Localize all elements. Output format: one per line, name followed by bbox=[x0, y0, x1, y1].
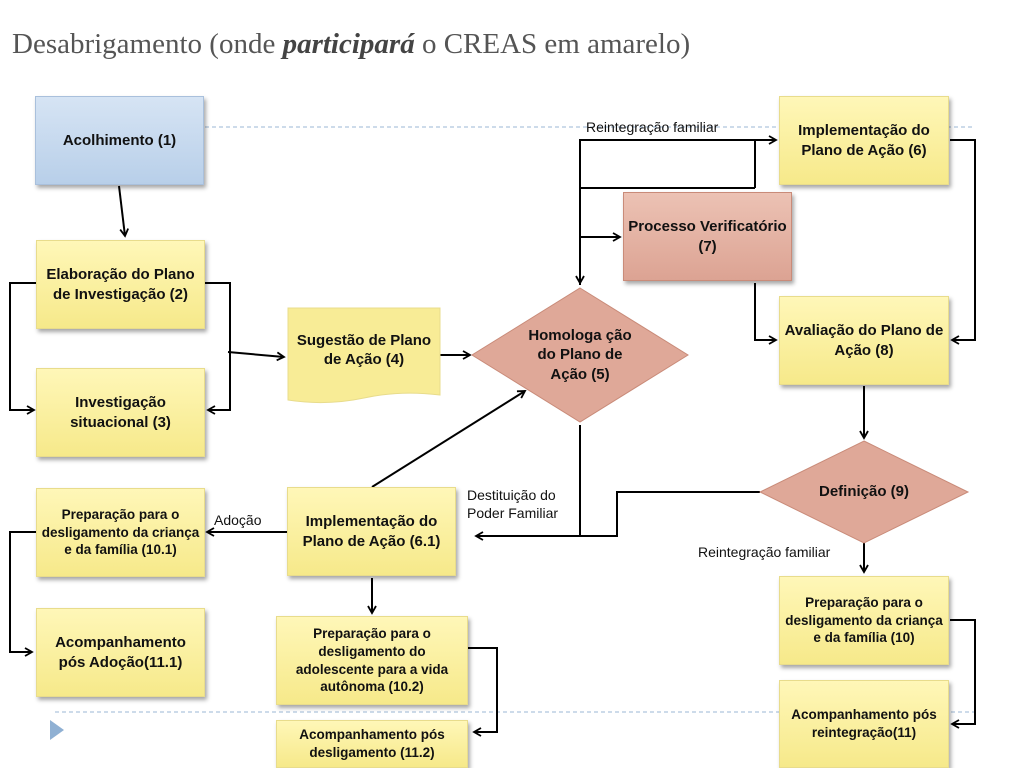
node-implementacao-6-1-label: Implementação do Plano de Ação (6.1) bbox=[302, 513, 441, 550]
edge-10-2-to-11-2 bbox=[468, 647, 498, 737]
edge-10-to-11 bbox=[950, 619, 976, 729]
node-implementacao-6: Implementação do Plano de Ação (6) bbox=[779, 96, 949, 185]
edge-2-to-3-left bbox=[9, 282, 36, 415]
node-acompanhamento-11-label: Acompanhamento pós reintegração(11) bbox=[791, 707, 937, 740]
node-implementacao-6-1: Implementação do Plano de Ação (6.1) bbox=[287, 487, 456, 576]
node-preparacao-10-2: Preparação para o desligamento do adoles… bbox=[276, 616, 468, 705]
node-acompanhamento-11-2-label: Acompanhamento pós desligamento (11.2) bbox=[299, 727, 445, 760]
label-destituicao: Destituição do Poder Familiar bbox=[467, 487, 577, 522]
node-elaboracao-label: Elaboração do Plano de Investigação (2) bbox=[46, 266, 195, 303]
node-preparacao-10: Preparação para o desligamento da crianç… bbox=[779, 576, 949, 665]
node-definicao: Definição (9) bbox=[810, 466, 918, 518]
edge-to-4 bbox=[227, 351, 286, 362]
node-sugestao-label: Sugestão de Plano de Ação (4) bbox=[296, 331, 432, 369]
label-reintegracao-bottom: Reintegração familiar bbox=[698, 544, 831, 560]
node-sugestao: Sugestão de Plano de Ação (4) bbox=[292, 310, 436, 390]
node-preparacao-10-2-label: Preparação para o desligamento do adoles… bbox=[295, 626, 449, 695]
edge-6-down-to-5 bbox=[580, 140, 756, 283]
edge-7-to-8 bbox=[754, 283, 778, 345]
label-reintegracao-top: Reintegração familiar bbox=[586, 119, 719, 135]
label-adocao: Adoção bbox=[214, 512, 262, 528]
node-acompanhamento-11: Acompanhamento pós reintegração(11) bbox=[779, 680, 949, 768]
label-destituicao-text: Destituição do Poder Familiar bbox=[467, 487, 559, 521]
node-avaliacao: Avaliação do Plano de Ação (8) bbox=[779, 296, 949, 385]
edge-10-1-to-11-1 bbox=[9, 531, 36, 657]
title-suffix: o CREAS em amarelo) bbox=[414, 28, 691, 60]
edge-6-to-8 bbox=[950, 139, 976, 345]
edge-2-to-3-right bbox=[205, 282, 231, 415]
node-preparacao-10-1-label: Preparação para o desligamento da crianç… bbox=[41, 507, 200, 558]
node-avaliacao-label: Avaliação do Plano de Ação (8) bbox=[784, 322, 944, 359]
homologacao-diamond bbox=[471, 287, 689, 423]
node-homologacao-label: Homologa ção do Plano de Ação (5) bbox=[528, 326, 632, 383]
sugestao-shape bbox=[287, 307, 441, 404]
definicao-diamond bbox=[758, 440, 970, 544]
node-homologacao: Homologa ção do Plano de Ação (5) bbox=[528, 312, 632, 398]
node-implementacao-6-label: Implementação do Plano de Ação (6) bbox=[798, 122, 930, 159]
node-acolhimento: Acolhimento (1) bbox=[35, 96, 204, 185]
title-emphasis: participará bbox=[282, 28, 415, 60]
edge-1-to-2 bbox=[118, 185, 129, 238]
node-investigacao-label: Investigação situacional (3) bbox=[70, 394, 171, 431]
edge-9-to-6-1 bbox=[474, 491, 760, 541]
node-processo: Processo Verificatório (7) bbox=[623, 192, 792, 281]
node-elaboracao: Elaboração do Plano de Investigação (2) bbox=[36, 240, 205, 329]
title-prefix: Desabrigamento (onde bbox=[12, 28, 283, 60]
edge-6-1-to-5 bbox=[371, 390, 527, 488]
slide-title: Desabrigamento (onde participará o CREAS… bbox=[12, 28, 690, 61]
play-icon[interactable] bbox=[50, 720, 64, 740]
node-definicao-label: Definição (9) bbox=[818, 483, 909, 501]
node-investigacao: Investigação situacional (3) bbox=[36, 368, 205, 457]
node-preparacao-10-1: Preparação para o desligamento da crianç… bbox=[36, 488, 205, 577]
node-preparacao-10-label: Preparação para o desligamento da crianç… bbox=[785, 595, 943, 646]
node-acompanhamento-11-2: Acompanhamento pós desligamento (11.2) bbox=[276, 720, 468, 768]
node-acompanhamento-11-1-label: Acompanhamento pós Adoção(11.1) bbox=[55, 634, 186, 671]
node-acompanhamento-11-1: Acompanhamento pós Adoção(11.1) bbox=[36, 608, 205, 697]
node-processo-label: Processo Verificatório (7) bbox=[628, 218, 787, 255]
node-acolhimento-label: Acolhimento (1) bbox=[62, 131, 177, 149]
